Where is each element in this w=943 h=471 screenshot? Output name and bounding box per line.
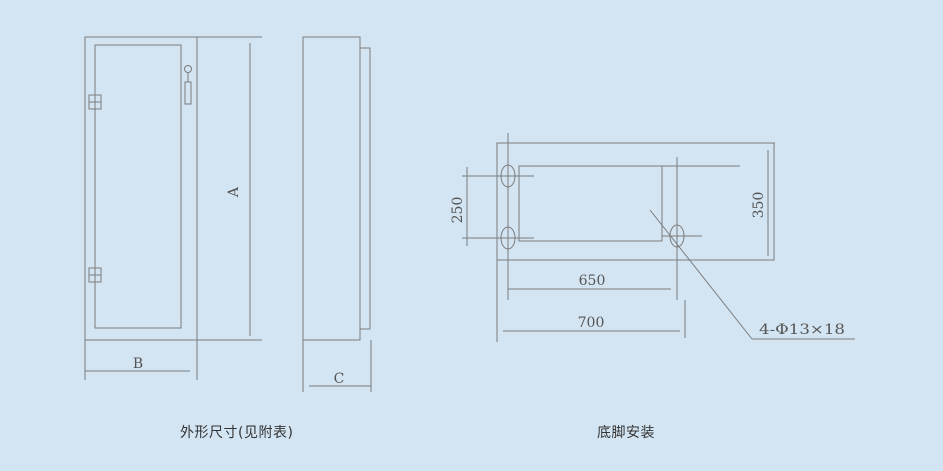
caption-outline-dimensions: 外形尺寸(见附表) bbox=[180, 425, 294, 441]
dimension-350-label: 350 bbox=[751, 192, 767, 219]
callout-leader bbox=[649, 209, 753, 340]
caption-base-installation: 底脚安装 bbox=[597, 425, 655, 441]
dimension-a-label: A bbox=[226, 186, 242, 198]
dimension-650-label: 650 bbox=[579, 273, 606, 289]
front-view: A B bbox=[84, 36, 262, 380]
cabinet-side-outline bbox=[302, 36, 361, 341]
cabinet-door-panel bbox=[94, 44, 182, 329]
base-plate-outline bbox=[496, 142, 775, 261]
hole-callout-label: 4-Φ13×18 bbox=[759, 322, 845, 338]
door-thickness-edge bbox=[360, 47, 371, 330]
dimension-b-label: B bbox=[133, 356, 143, 372]
door-handle bbox=[184, 81, 192, 105]
dimension-c-label: C bbox=[334, 371, 345, 387]
dimension-250-label: 250 bbox=[450, 197, 466, 224]
dimension-700-label: 700 bbox=[578, 315, 605, 331]
base-mounting-view: 250 350 650 700 4-Φ13×18 bbox=[450, 133, 855, 342]
lock-icon bbox=[184, 65, 192, 73]
base-cutout bbox=[518, 165, 663, 242]
side-view: C bbox=[302, 36, 372, 392]
cabinet-front-outline bbox=[84, 36, 198, 341]
